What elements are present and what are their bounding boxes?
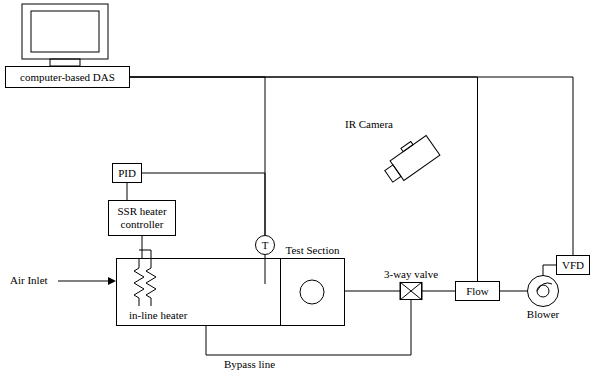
temperature-probe: [265, 258, 266, 284]
heater-lead: [151, 250, 152, 258]
connector-line: [130, 77, 478, 281]
connector-line: [543, 265, 556, 275]
flow-meter: Flow: [455, 281, 500, 301]
connector-line: [422, 291, 455, 292]
edge-label: Bypass line: [222, 358, 277, 371]
heater-duct: in-line heater: [116, 258, 281, 326]
connector-line: [345, 291, 400, 292]
node-text: computer-based DAS: [20, 71, 115, 84]
node-text: 3-way valve: [384, 268, 438, 281]
camera-body: [390, 136, 440, 181]
monitor-stand: [50, 59, 80, 66]
connector-line: [127, 183, 128, 200]
arrow-head: [108, 277, 116, 285]
pid-box: PID: [112, 163, 142, 183]
heater-lead: [139, 250, 151, 251]
connector-line: [142, 236, 143, 258]
connector-line: [206, 300, 411, 355]
heater-coil: [134, 258, 144, 306]
three-way-valve: 3-way valve: [400, 282, 422, 300]
node-text: in-line heater: [129, 309, 187, 322]
node-text: PID: [118, 167, 136, 180]
node-text: T: [262, 239, 269, 252]
fan-blade: [537, 283, 552, 291]
air-inlet-arrow: [58, 281, 110, 282]
monitor-screen: [31, 11, 99, 52]
camera-lens: [385, 165, 401, 182]
node-text: Blower: [527, 308, 559, 321]
test-section: Test Section: [280, 258, 345, 326]
camera-mount: [401, 141, 413, 151]
valve-symbol: [400, 282, 422, 300]
heater-controller-box: SSR heater controller: [108, 200, 176, 236]
connector-line: [130, 77, 573, 255]
node-text: SSR heater controller: [109, 205, 175, 230]
connector-line: [500, 291, 527, 292]
monitor-frame: [22, 4, 108, 59]
blower: Blower: [527, 275, 559, 307]
test-cylinder: [300, 280, 324, 304]
heater-coil: [146, 258, 156, 306]
camera-label: IR Camera: [345, 118, 393, 131]
node-text: Test Section: [286, 244, 340, 257]
temperature-sensor: T: [255, 235, 275, 255]
ir-camera: [380, 132, 440, 186]
node-text: Flow: [466, 285, 489, 298]
fan-hub: [537, 285, 549, 297]
das-box: computer-based DAS: [5, 66, 130, 88]
vfd-box: VFD: [556, 255, 590, 275]
inlet-label: Air Inlet: [10, 274, 48, 287]
node-text: VFD: [562, 259, 584, 272]
